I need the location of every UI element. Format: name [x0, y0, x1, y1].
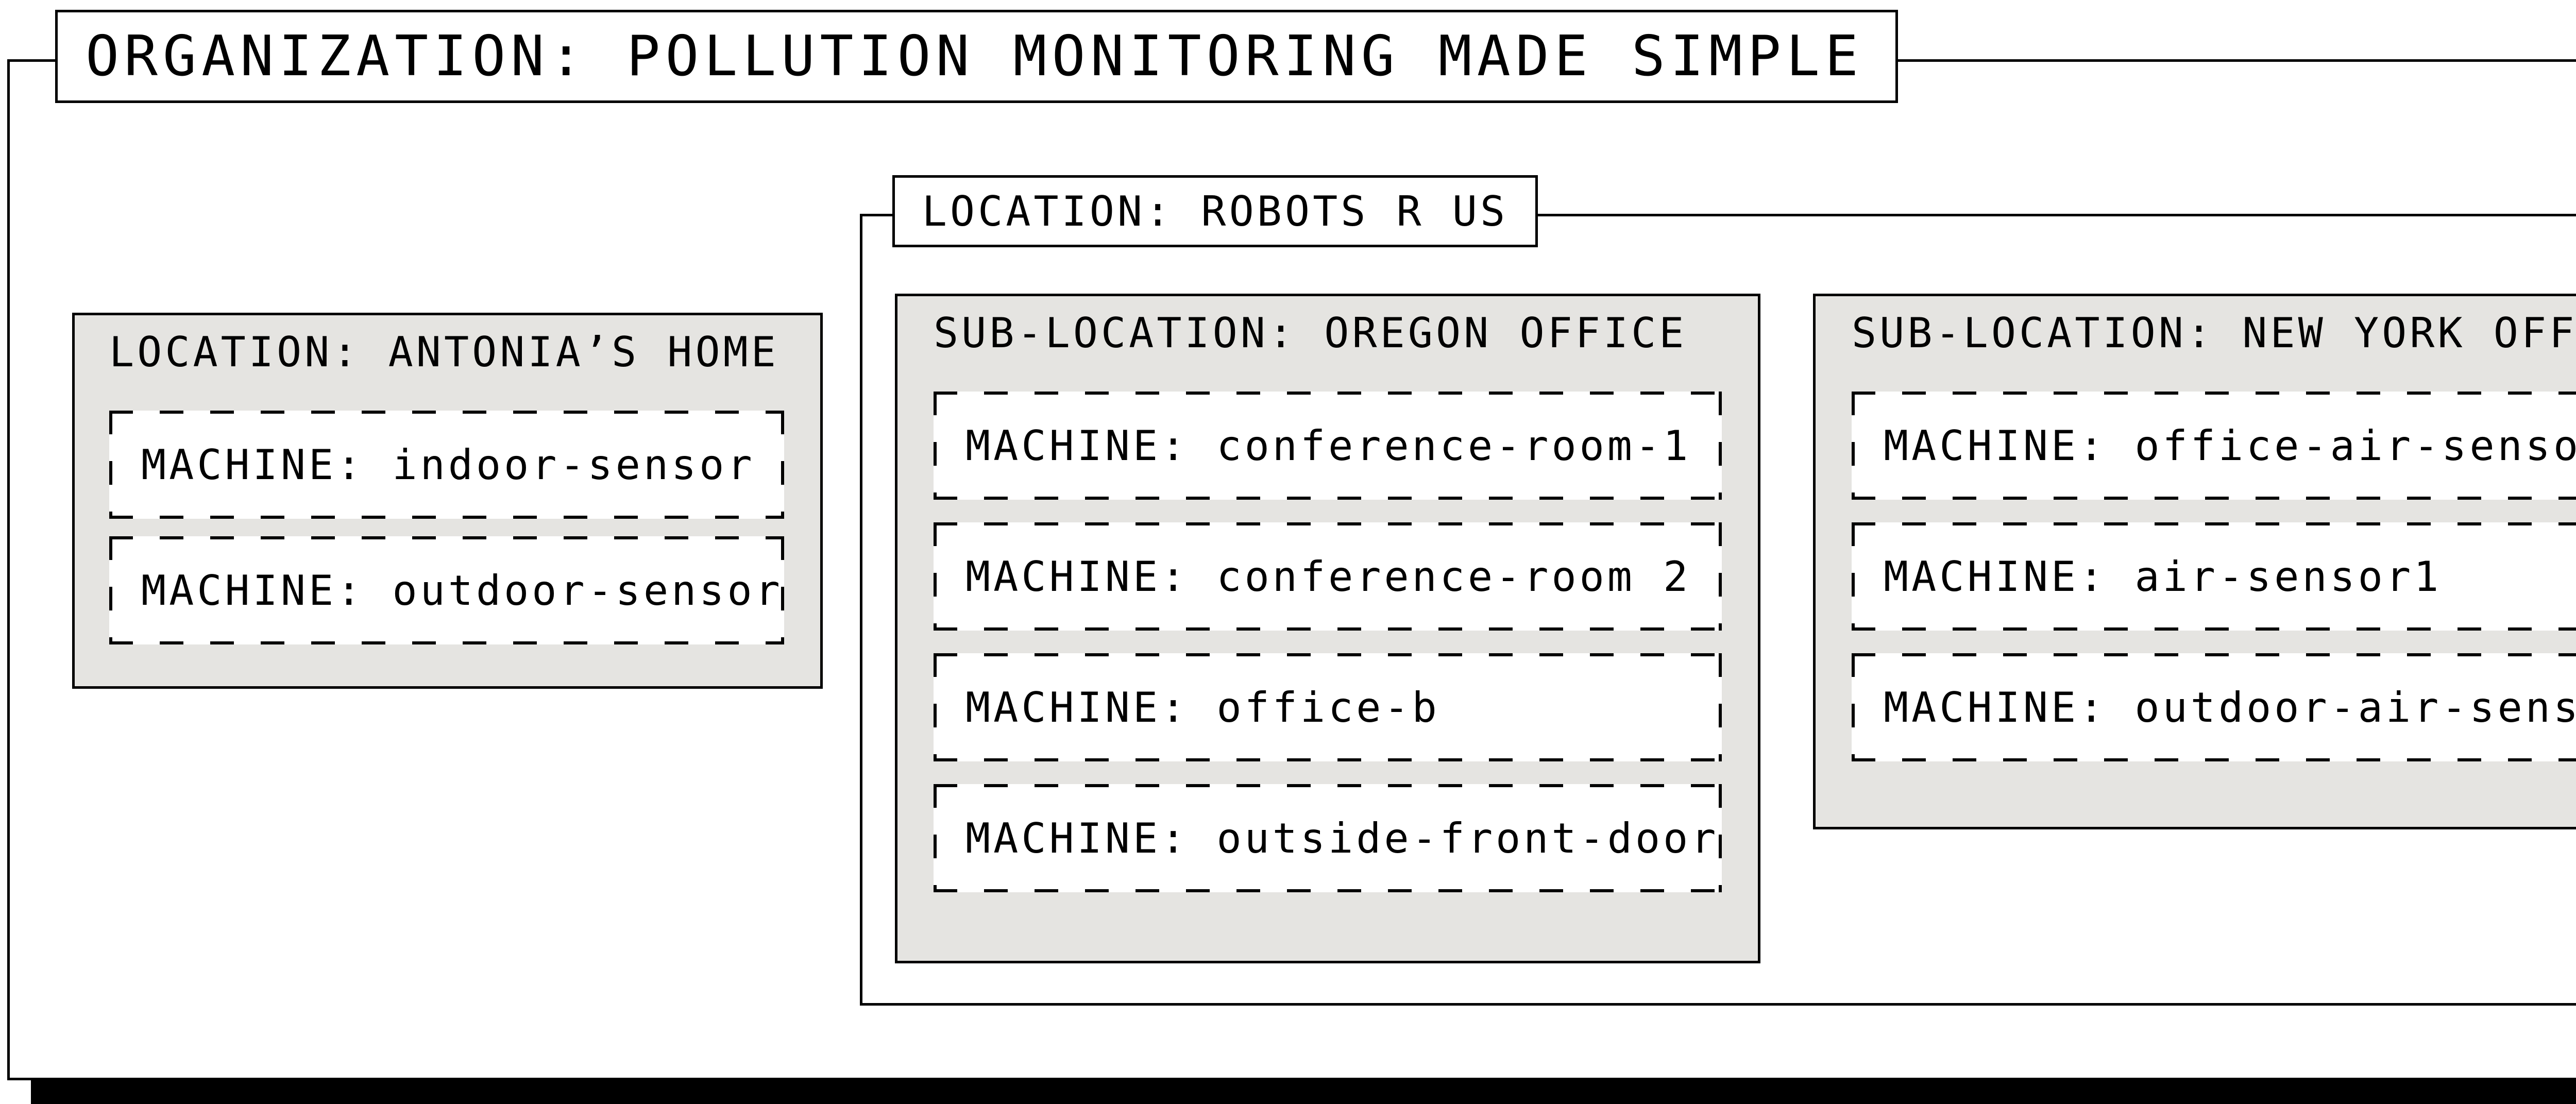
- machine-box-air-sensor1: MACHINE: air-sensor1: [1852, 522, 2576, 631]
- machine-label: MACHINE: office-b: [965, 683, 1440, 732]
- location-panel-antonias-home: LOCATION: ANTONIA’S HOME MACHINE: indoor…: [72, 313, 823, 689]
- machine-label: MACHINE: office-air-sensor: [1884, 421, 2576, 470]
- organization-title-box: ORGANIZATION: POLLUTION MONITORING MADE …: [55, 10, 1898, 103]
- sublocation-label-oregon-office: SUB-LOCATION: OREGON OFFICE: [934, 309, 1687, 357]
- machine-box-indoor-sensor: MACHINE: indoor-sensor: [109, 411, 784, 519]
- machine-box-outdoor-air-sensor: MACHINE: outdoor-air-sensor: [1852, 653, 2576, 761]
- location-label-antonias-home: LOCATION: ANTONIA’S HOME: [109, 328, 779, 376]
- machine-label: MACHINE: outside-front-door: [965, 814, 1719, 862]
- sublocation-panel-new-york-office: SUB-LOCATION: NEW YORK OFFICE MACHINE: o…: [1813, 294, 2576, 829]
- machine-label: MACHINE: outdoor-sensor: [141, 566, 783, 615]
- machine-box-office-air-sensor: MACHINE: office-air-sensor: [1852, 392, 2576, 500]
- machine-label: MACHINE: conference-room-1: [965, 421, 1691, 470]
- organization-title: ORGANIZATION: POLLUTION MONITORING MADE …: [86, 24, 1863, 89]
- location-label-robots-r-us: LOCATION: ROBOTS R US: [922, 187, 1509, 235]
- machine-label: MACHINE: indoor-sensor: [141, 440, 755, 489]
- machine-label: MACHINE: air-sensor1: [1884, 552, 2442, 601]
- machine-box-office-b: MACHINE: office-b: [934, 653, 1722, 761]
- machine-box-conference-room-1: MACHINE: conference-room-1: [934, 392, 1722, 500]
- sublocation-label-new-york-office: SUB-LOCATION: NEW YORK OFFICE: [1852, 309, 2576, 357]
- location-panel-robots-r-us: SUB-LOCATION: OREGON OFFICE MACHINE: con…: [860, 214, 2576, 1006]
- machine-box-conference-room-2: MACHINE: conference-room 2: [934, 522, 1722, 631]
- sublocation-panel-oregon-office: SUB-LOCATION: OREGON OFFICE MACHINE: con…: [895, 294, 1760, 963]
- machine-label: MACHINE: outdoor-air-sensor: [1884, 683, 2576, 732]
- machine-box-outside-front-door: MACHINE: outside-front-door: [934, 784, 1722, 892]
- machine-box-outdoor-sensor: MACHINE: outdoor-sensor: [109, 536, 784, 644]
- location-label-box-robots-r-us: LOCATION: ROBOTS R US: [892, 175, 1538, 247]
- machine-label: MACHINE: conference-room 2: [965, 552, 1691, 601]
